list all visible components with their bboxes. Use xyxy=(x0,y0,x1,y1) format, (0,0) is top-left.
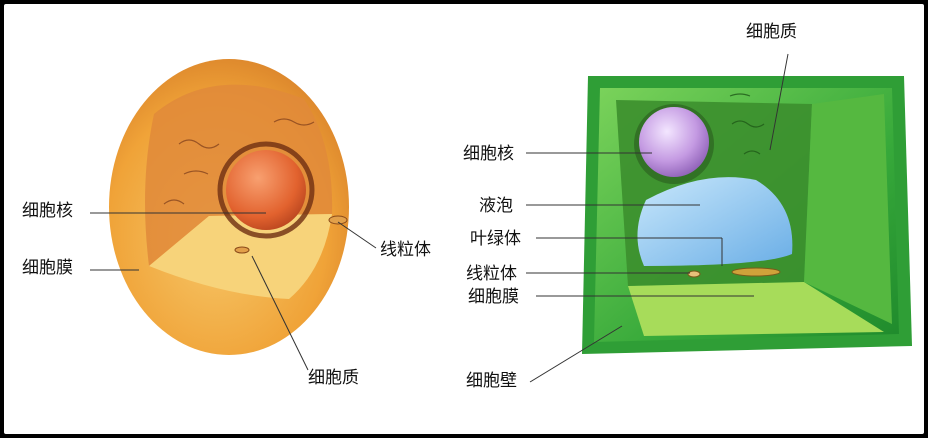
plant-mitochondrion xyxy=(687,270,701,278)
plant-er xyxy=(729,93,765,155)
plant-chloroplast xyxy=(731,267,781,277)
label-plant-nucleus: 细胞核 xyxy=(463,144,514,164)
label-plant-chloroplast: 叶绿体 xyxy=(470,229,521,249)
label-plant-wall: 细胞壁 xyxy=(466,371,517,391)
animal-er xyxy=(163,118,315,205)
animal-nucleus xyxy=(226,150,306,230)
label-animal-nucleus: 细胞核 xyxy=(22,201,73,221)
plant-side-face xyxy=(804,94,892,324)
plant-nucleus xyxy=(639,107,709,177)
label-plant-vacuole: 液泡 xyxy=(479,196,513,216)
animal-cell xyxy=(109,59,349,355)
animal-nuclear-envelope xyxy=(217,141,315,239)
animal-leader-lines xyxy=(90,212,377,371)
plant-leader-lines xyxy=(526,53,789,383)
label-plant-cytoplasm: 细胞质 xyxy=(746,22,797,42)
label-animal-membrane: 细胞膜 xyxy=(22,258,73,278)
animal-mitochondrion xyxy=(328,215,348,225)
label-plant-mitochondrion: 线粒体 xyxy=(466,264,517,284)
plant-vacuole xyxy=(637,177,793,266)
figure-frame: 细胞核 细胞膜 线粒体 细胞质 细胞质 细胞核 液泡 叶绿体 线粒体 细胞膜 细… xyxy=(4,4,924,434)
label-animal-cytoplasm: 细胞质 xyxy=(308,368,359,388)
animal-mitochondrion-2 xyxy=(234,246,250,254)
label-plant-membrane: 细胞膜 xyxy=(468,287,519,307)
cell-diagram xyxy=(90,53,912,383)
animal-cytoplasm-floor xyxy=(149,214,332,299)
label-animal-mitochondrion: 线粒体 xyxy=(380,240,431,260)
plant-cell xyxy=(582,76,912,354)
